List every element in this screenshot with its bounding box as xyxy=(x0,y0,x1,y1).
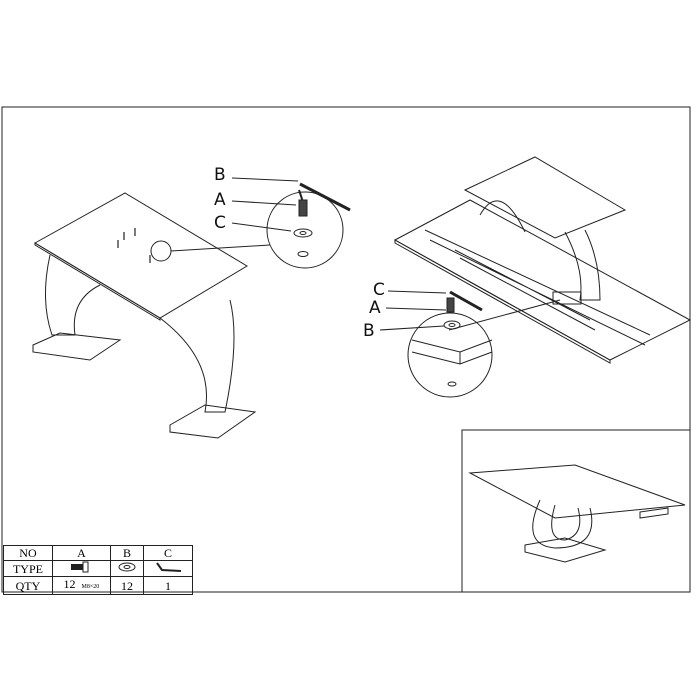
header-c: C xyxy=(143,545,193,561)
type-label: TYPE xyxy=(3,560,53,577)
qty-label: QTY xyxy=(3,576,53,595)
extended-table-inset xyxy=(468,464,686,563)
upside-down-assembly-right xyxy=(393,156,692,364)
header-b: B xyxy=(109,545,145,561)
detail-circle-left xyxy=(231,177,351,269)
detail-circle-right xyxy=(379,290,493,398)
washer-icon xyxy=(118,562,136,572)
frame-border xyxy=(1,106,691,593)
table-row: TYPE xyxy=(3,560,193,577)
assembled-table-left xyxy=(32,192,271,439)
bolt-cell xyxy=(51,560,111,577)
callout-b-left: B xyxy=(214,165,226,185)
callout-c-left: C xyxy=(214,213,226,233)
header-no: NO xyxy=(3,545,53,561)
washer-cell xyxy=(109,560,145,577)
qty-b: 12 xyxy=(109,576,145,595)
bolt-size: M8×20 xyxy=(81,584,100,590)
callout-b-right: B xyxy=(363,321,375,341)
qty-c: 1 xyxy=(143,576,193,595)
allen-key-cell xyxy=(143,560,193,577)
bolt-icon xyxy=(71,561,89,573)
header-a: A xyxy=(51,545,111,561)
table-row: NO A B C xyxy=(3,545,193,561)
qty-a-value: 12 xyxy=(63,577,76,591)
allen-key-icon xyxy=(156,562,182,572)
inset-box xyxy=(461,429,691,593)
callout-a-left: A xyxy=(214,190,226,210)
callout-a-right: A xyxy=(369,298,381,318)
callout-c-right: C xyxy=(373,280,385,300)
